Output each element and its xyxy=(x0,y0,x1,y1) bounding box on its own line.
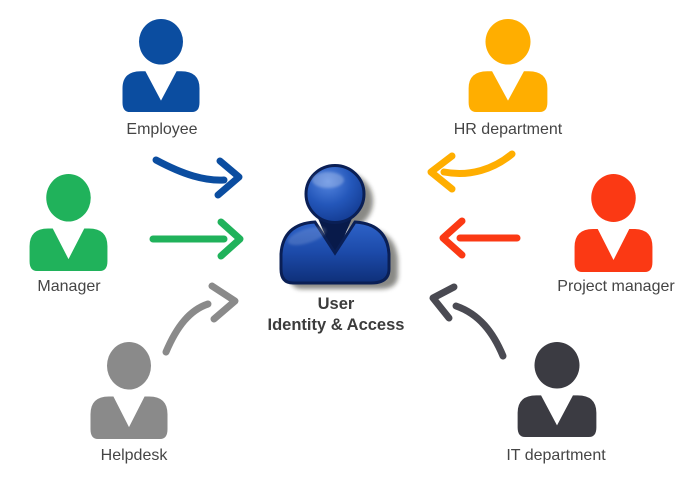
helpdesk-to-user-arrow xyxy=(162,282,239,356)
project-manager-label: Project manager xyxy=(557,278,675,295)
center-label-line2: Identity & Access xyxy=(267,316,405,334)
it-department-to-user-arrow xyxy=(429,283,507,360)
employee-to-user-arrow xyxy=(152,156,243,199)
manager-label: Manager xyxy=(37,278,101,295)
center-label: User Identity & Access xyxy=(236,294,436,336)
it-department-label: IT department xyxy=(506,447,606,464)
figure-head-highlight xyxy=(312,172,344,188)
project-manager-person-icon xyxy=(574,174,653,272)
hr-department-person-icon xyxy=(468,18,548,113)
figure-collar-notch xyxy=(317,216,353,258)
hr-department-to-user-arrow xyxy=(427,150,516,193)
helpdesk-label: Helpdesk xyxy=(100,447,168,464)
hr-department-label: HR department xyxy=(453,121,563,138)
helpdesk-person-icon xyxy=(90,341,168,440)
it-department-person-icon xyxy=(517,341,597,438)
employee-label: Employee xyxy=(126,121,198,138)
figure-body-highlight xyxy=(287,226,327,246)
manager-to-user-arrow xyxy=(149,218,244,260)
manager-person-icon xyxy=(29,173,108,272)
employee-person-icon xyxy=(122,18,200,113)
user-identity-access-figure-icon xyxy=(279,164,398,289)
center-label-line1: User xyxy=(317,295,355,313)
project-manager-to-user-arrow xyxy=(439,217,521,259)
